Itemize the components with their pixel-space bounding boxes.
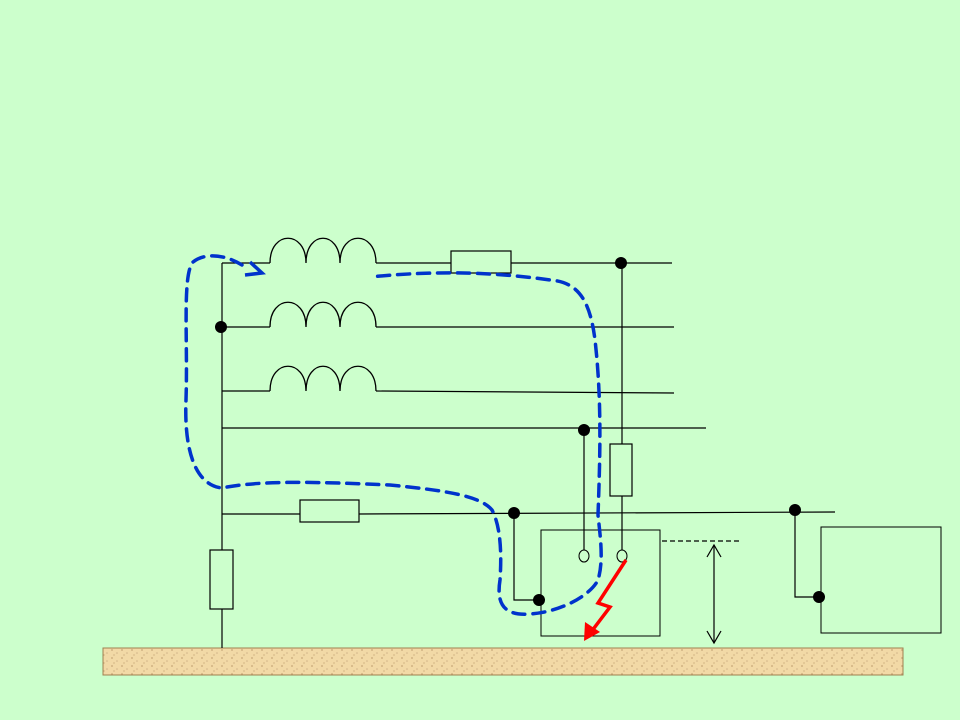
junction-dot bbox=[578, 424, 590, 436]
phase-terminal-icon bbox=[616, 549, 628, 563]
junction-dot bbox=[508, 507, 520, 519]
junction-dot bbox=[215, 321, 227, 333]
junction-dot bbox=[813, 591, 825, 603]
pe-to-second-enclosure bbox=[794, 510, 819, 598]
pe-to-device-enclosure bbox=[513, 514, 539, 601]
fault-lightning-arrowhead-icon bbox=[584, 622, 600, 641]
fault-current-loop bbox=[184, 254, 603, 616]
phase-line-resistor-icon bbox=[450, 250, 512, 274]
fuse-icon bbox=[609, 443, 633, 497]
winding-l3-icon bbox=[269, 365, 377, 392]
pe-conductor-resistor-icon bbox=[299, 499, 360, 523]
fault-loop-arrowhead-icon bbox=[244, 260, 266, 277]
voltage-arrow-head-up bbox=[706, 543, 722, 558]
voltage-arrow-head-down bbox=[706, 630, 722, 645]
phase-l3-line bbox=[375, 390, 675, 394]
earth-ground-strip bbox=[102, 647, 904, 676]
winding-l2-icon bbox=[269, 301, 377, 328]
fault-lightning-icon bbox=[586, 559, 628, 638]
junction-dot bbox=[533, 594, 545, 606]
junction-dot bbox=[789, 504, 801, 516]
neutral-earthing-resistor-icon bbox=[209, 549, 234, 610]
neutral-terminal-icon bbox=[578, 549, 590, 563]
junction-dot bbox=[615, 257, 627, 269]
winding-l1-icon bbox=[269, 237, 377, 264]
second-device-enclosure bbox=[820, 526, 942, 634]
